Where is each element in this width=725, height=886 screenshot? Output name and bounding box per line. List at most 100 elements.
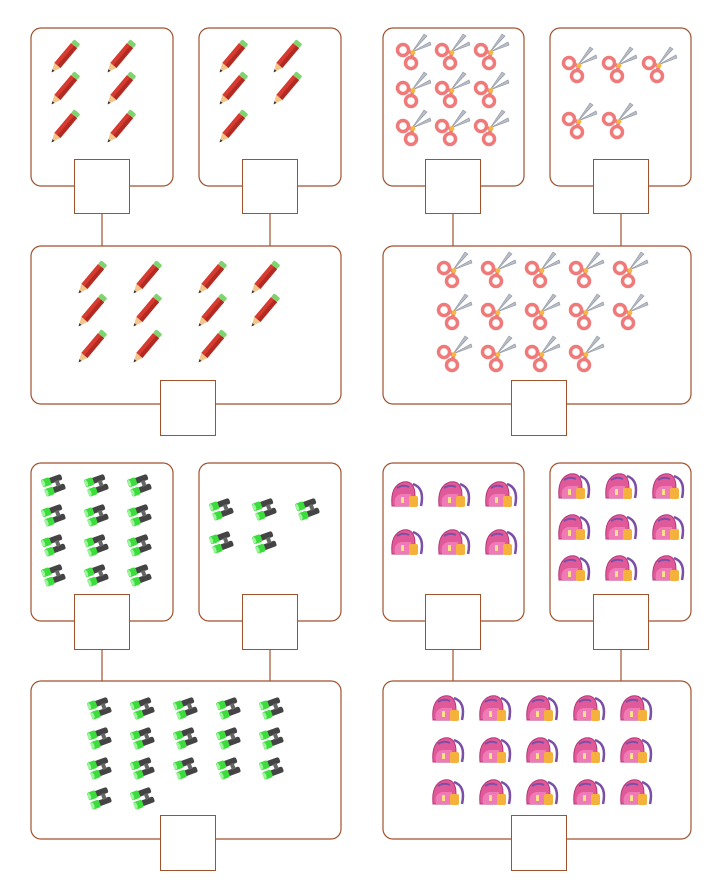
backpack-icon	[601, 509, 641, 545]
binoculars-icon	[41, 562, 76, 587]
backpack-icon	[569, 690, 609, 726]
binoculars-icon	[87, 695, 122, 720]
pencil-icon	[216, 64, 254, 108]
pencil-icon	[216, 102, 254, 146]
pencil-icon	[248, 253, 286, 297]
backpack-icon	[616, 690, 656, 726]
whole-answer-box[interactable]	[511, 380, 567, 436]
binoculars-icon	[41, 502, 76, 527]
whole-answer-box[interactable]	[511, 815, 567, 871]
binoculars-icon	[259, 695, 294, 720]
binoculars-icon	[87, 725, 122, 750]
backpack-icon	[428, 774, 468, 810]
binoculars-icon	[127, 472, 162, 497]
binoculars-icon	[127, 562, 162, 587]
binoculars-icon	[130, 695, 165, 720]
backpack-icon	[601, 468, 641, 504]
part-b-answer-box[interactable]	[242, 159, 298, 214]
pencil-icon	[75, 322, 113, 366]
panel-binoculars	[0, 0, 362, 886]
backpack-icon	[569, 732, 609, 768]
backpack-icon	[522, 690, 562, 726]
scissors-icon	[611, 250, 651, 290]
binoculars-icon	[84, 502, 119, 527]
backpack-icon	[616, 732, 656, 768]
scissors-icon	[433, 108, 473, 148]
binoculars-icon	[84, 562, 119, 587]
binoculars-icon	[84, 532, 119, 557]
binoculars-icon	[216, 725, 251, 750]
backpack-icon	[601, 550, 641, 586]
part-a-answer-box[interactable]	[425, 594, 481, 650]
binoculars-icon	[252, 496, 287, 521]
binoculars-icon	[209, 529, 244, 554]
scissors-icon	[523, 334, 563, 374]
pencil-icon	[270, 32, 308, 76]
backpack-icon	[481, 524, 521, 560]
binoculars-icon	[259, 725, 294, 750]
backpack-icon	[522, 732, 562, 768]
binoculars-icon	[130, 755, 165, 780]
pencil-icon	[75, 286, 113, 330]
scissors-icon	[472, 70, 512, 110]
scissors-icon	[394, 32, 434, 72]
pencil-icon	[48, 102, 86, 146]
pencil-icon	[216, 32, 254, 76]
pencil-icon	[48, 64, 86, 108]
binoculars-icon	[87, 755, 122, 780]
binoculars-icon	[216, 755, 251, 780]
backpack-icon	[522, 774, 562, 810]
whole-answer-box[interactable]	[160, 380, 216, 436]
pencil-icon	[75, 253, 113, 297]
binoculars-icon	[295, 496, 330, 521]
backpack-icon	[554, 509, 594, 545]
backpack-icon	[475, 690, 515, 726]
part-b-answer-box[interactable]	[593, 159, 649, 214]
binoculars-icon	[127, 532, 162, 557]
scissors-icon	[479, 250, 519, 290]
pencil-icon	[130, 253, 168, 297]
panel-pencils	[0, 0, 362, 443]
backpack-icon	[434, 524, 474, 560]
backpack-icon	[616, 774, 656, 810]
scissors-icon	[567, 250, 607, 290]
part-a-answer-box[interactable]	[74, 159, 130, 214]
pencil-icon	[248, 286, 286, 330]
backpack-icon	[434, 476, 474, 512]
whole-answer-box[interactable]	[160, 815, 216, 871]
scissors-icon	[435, 334, 475, 374]
scissors-icon	[567, 334, 607, 374]
pencil-icon	[270, 64, 308, 108]
binoculars-icon	[84, 472, 119, 497]
pencil-icon	[195, 286, 233, 330]
part-a-answer-box[interactable]	[74, 594, 130, 650]
backpack-icon	[475, 732, 515, 768]
pencil-icon	[130, 286, 168, 330]
pencil-icon	[195, 253, 233, 297]
binoculars-icon	[87, 785, 122, 810]
part-b-answer-box[interactable]	[242, 594, 298, 650]
backpack-icon	[648, 468, 688, 504]
scissors-icon	[523, 292, 563, 332]
scissors-icon	[523, 250, 563, 290]
binoculars-icon	[259, 755, 294, 780]
backpack-icon	[475, 774, 515, 810]
scissors-icon	[600, 45, 640, 85]
backpack-icon	[569, 774, 609, 810]
panel-pencils-frames	[30, 27, 342, 405]
backpack-icon	[387, 524, 427, 560]
binoculars-icon	[252, 529, 287, 554]
backpack-icon	[428, 732, 468, 768]
pencil-icon	[130, 322, 168, 366]
scissors-icon	[394, 108, 434, 148]
panel-scissors	[382, 27, 692, 436]
pencil-icon	[104, 64, 142, 108]
part-b-answer-box[interactable]	[593, 594, 649, 650]
scissors-icon	[472, 32, 512, 72]
binoculars-icon	[173, 755, 208, 780]
binoculars-icon	[130, 725, 165, 750]
part-a-answer-box[interactable]	[425, 159, 481, 214]
backpack-icon	[648, 550, 688, 586]
scissors-icon	[435, 250, 475, 290]
